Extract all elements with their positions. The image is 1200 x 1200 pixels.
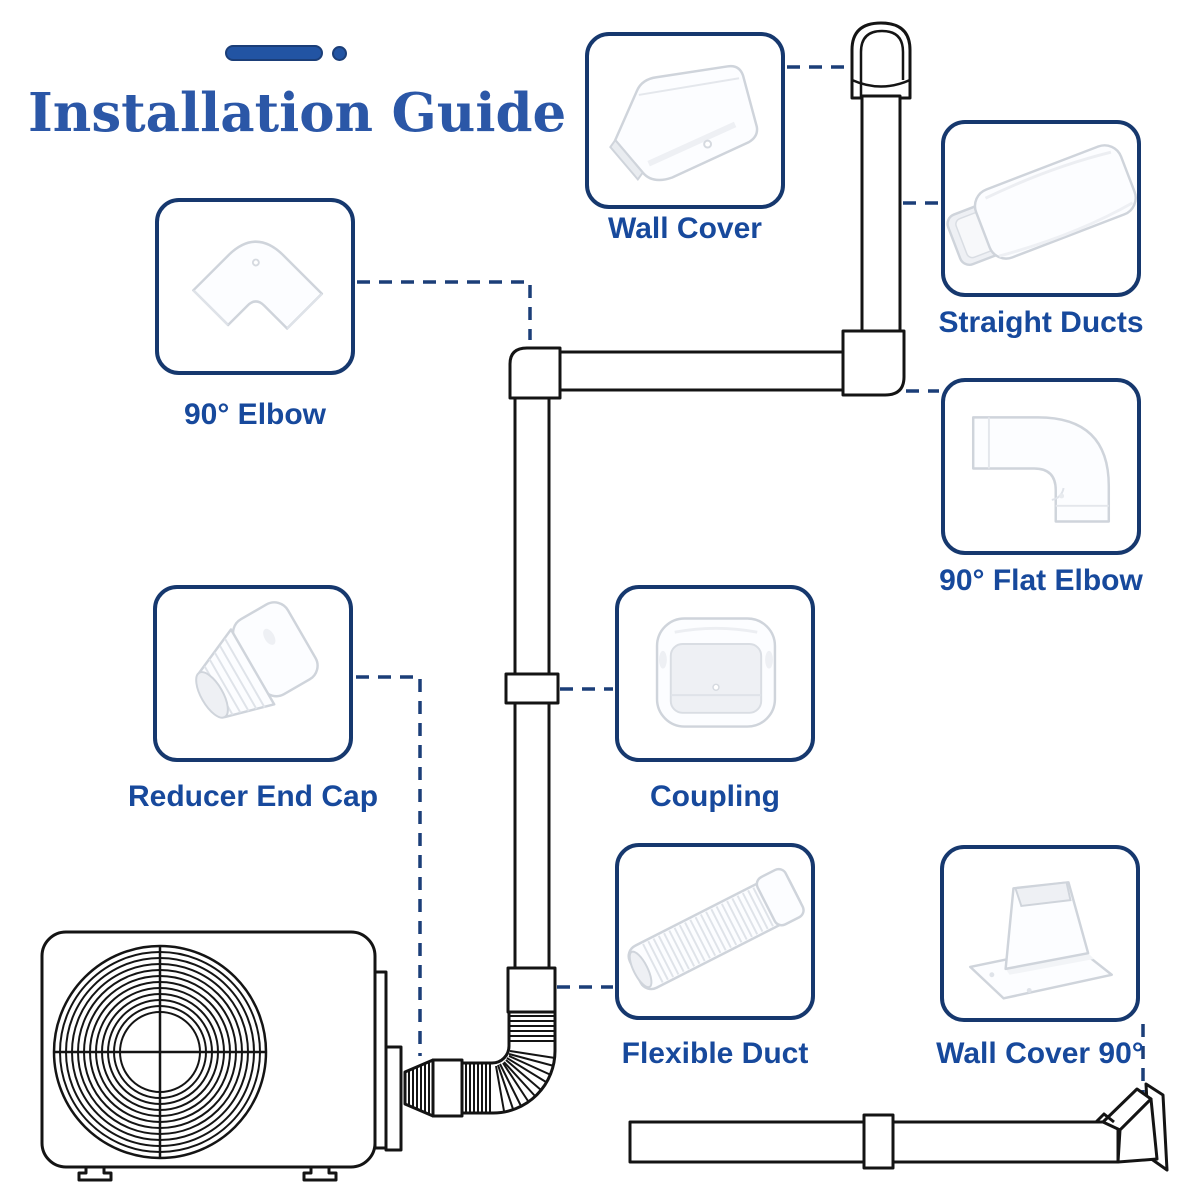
callout-label-straight-ducts: Straight Ducts [938, 306, 1144, 339]
flexible-duct-image [627, 867, 805, 991]
wall-cover-image [609, 64, 759, 182]
flexible-duct-ribs [465, 1015, 556, 1113]
coupling-joint-drawing [504, 672, 560, 705]
wall-cover-90-outline-drawing [1094, 1082, 1169, 1172]
callout-box-wall-cover [585, 32, 785, 209]
callout-label-coupling: Coupling [650, 780, 780, 813]
collar2-drawing [431, 1058, 464, 1118]
callout-label-90-elbow: 90° Elbow [183, 398, 327, 431]
callout-box-coupling [615, 585, 815, 762]
wall-cover-outline-drawing [850, 21, 912, 100]
ac-foot-left [77, 1165, 113, 1182]
callout-box-straight-ducts [941, 120, 1141, 297]
collar-drawing [506, 966, 557, 1014]
callout-box-wall-cover-90 [940, 845, 1140, 1022]
top-horizontal-duct-drawing [558, 350, 845, 392]
ac-outdoor-unit-drawing [40, 930, 403, 1182]
callout-label-90-flat-elbow: 90° Flat Elbow [939, 564, 1143, 597]
callout-label-wall-cover-90: Wall Cover 90° [936, 1037, 1144, 1070]
callout-box-90-elbow [155, 198, 355, 375]
callout-box-reducer-end-cap [153, 585, 353, 762]
callout-label-flexible-duct: Flexible Duct [621, 1037, 809, 1070]
leader-lines [356, 65, 1145, 1095]
callout-box-flexible-duct [615, 843, 815, 1020]
leader-90-elbow [357, 280, 532, 340]
90-flat-elbow-image [971, 416, 1111, 523]
reducer-end-cap-image [195, 601, 319, 719]
title-decoration-bar [225, 45, 323, 61]
title-decoration-dot [332, 46, 347, 61]
wall-cover-90-image [969, 881, 1113, 1000]
ac-fan-grille [52, 944, 268, 1160]
coupling-image [655, 617, 777, 728]
reducer-cone-ribs [408, 1062, 430, 1115]
bottom-duct-drawing [628, 1082, 1169, 1172]
leader-reducer-end-cap [356, 675, 422, 1056]
ac-foot-right [302, 1165, 338, 1182]
duct-run-drawing [403, 21, 912, 1118]
left-elbow-drawing [508, 346, 562, 400]
callout-box-90-flat-elbow [941, 378, 1141, 555]
right-elbow-drawing [841, 329, 906, 397]
callout-label-wall-cover: Wall Cover [608, 212, 762, 245]
callout-label-reducer-end-cap: Reducer End Cap [127, 780, 379, 813]
90-elbow-image [192, 240, 324, 330]
bottom-coupling-drawing [862, 1113, 895, 1170]
straight-duct-image [946, 144, 1137, 266]
page-title: Installation Guide [28, 82, 567, 144]
right-vertical-duct-drawing [860, 94, 902, 334]
